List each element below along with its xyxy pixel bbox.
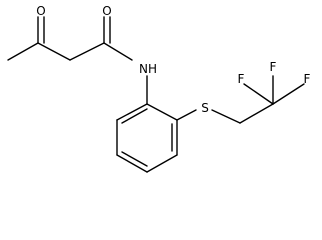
bond-cf3-f-right (272, 83, 305, 105)
ring-bond-3 (146, 154, 178, 173)
ring-bond-6 (116, 103, 148, 121)
bond-amide-nitrogen (103, 42, 133, 61)
atom-label-s: S (201, 101, 209, 115)
ring-double-bond-3 (121, 108, 148, 124)
atom-label-o-amide: O (102, 4, 111, 18)
bond-sulfur-methylene (211, 109, 241, 124)
molecule-diagram: O O NH S F F F (7, 4, 311, 173)
bond-cf3-f-left (243, 83, 274, 105)
atom-label-f-right: F (304, 72, 311, 86)
bond-ketone-methylene (37, 42, 71, 61)
bond-ring-sulfur (176, 109, 197, 121)
ring-bond-1 (146, 103, 178, 121)
atom-label-f-middle: F (270, 60, 277, 74)
bond-methyl-ketone (7, 42, 39, 61)
atom-label-o-ketone: O (36, 4, 45, 18)
chemical-structure-canvas: O O NH S F F F (7, 4, 311, 173)
ring-bond-4 (116, 154, 148, 173)
atom-label-f-left: F (238, 72, 245, 86)
atom-label-nh: NH (139, 62, 157, 76)
bond-methylene-amide (69, 42, 105, 61)
ring-double-bond-2 (121, 151, 148, 167)
bond-methylene-cf3 (239, 103, 274, 124)
